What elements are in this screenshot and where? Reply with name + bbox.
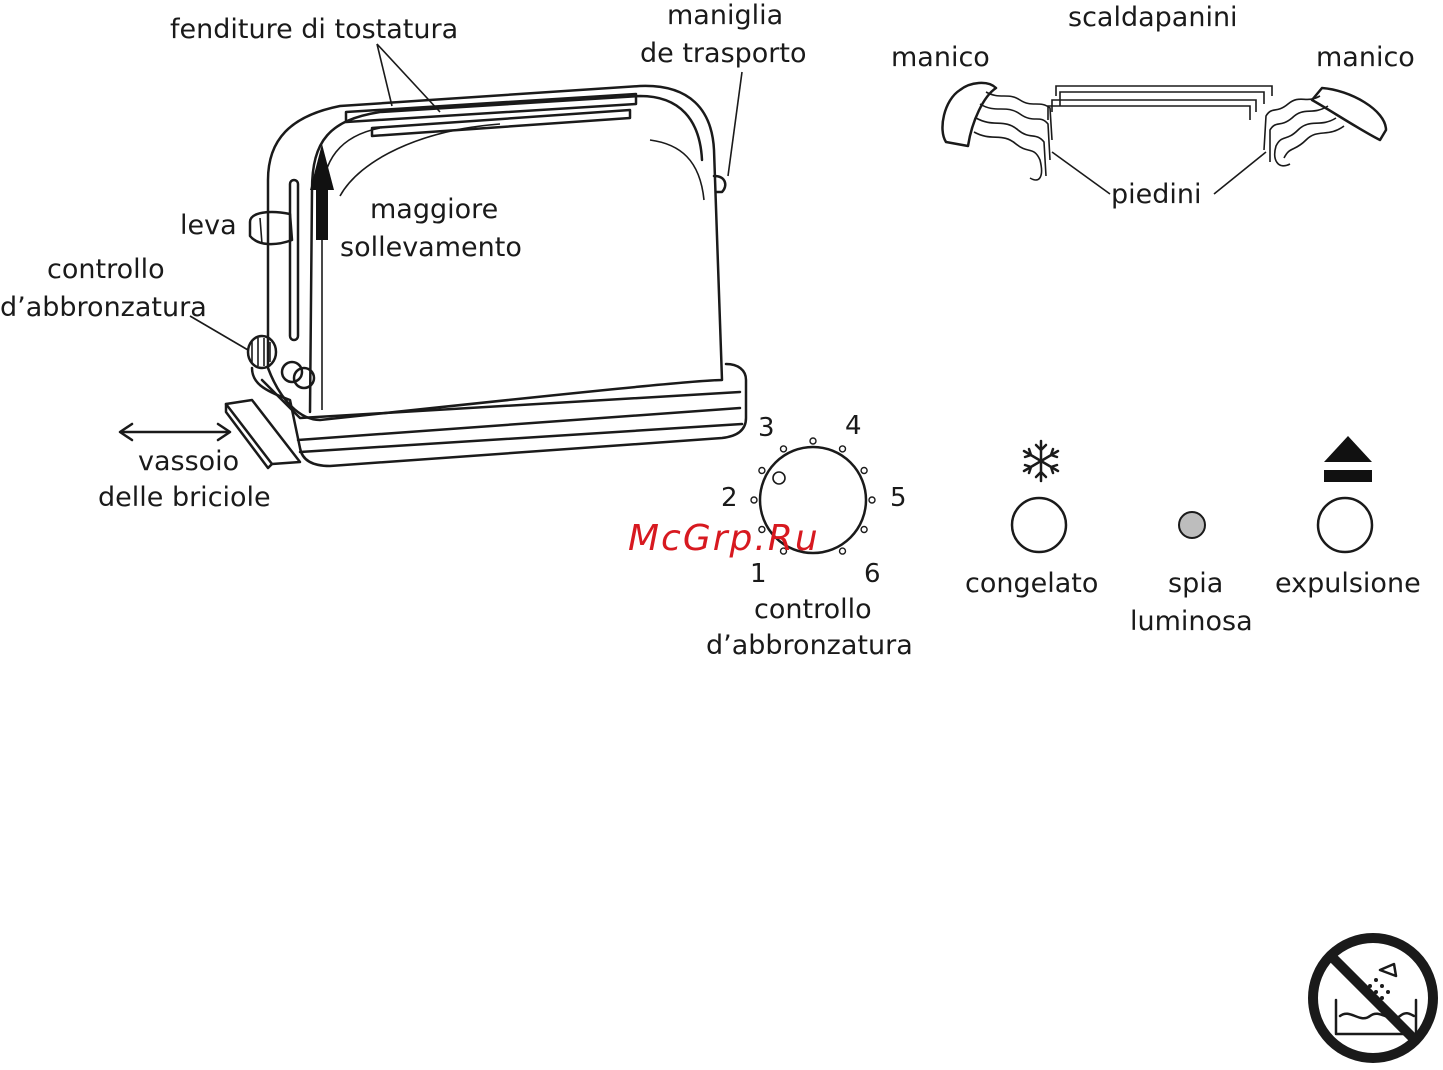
label-carry-handle-line2: de trasporto [640,38,807,69]
high-lift-arrow-icon [310,144,334,240]
eject-icon [1324,436,1372,482]
dial-tick [781,446,787,452]
label-browning-line2: d’abbronzatura [0,292,207,323]
label-frozen: congelato [965,568,1098,599]
dial-number-4: 4 [845,411,862,441]
no-immersion-icon [1313,938,1433,1058]
label-lever: leva [180,210,237,241]
cancel-button[interactable] [1318,498,1372,552]
label-crumb-tray-line2: delle briciole [98,482,271,513]
dial-tick [861,527,867,533]
dial-number-3: 3 [758,413,775,443]
label-dial-caption-line1: controllo [754,594,872,625]
bun-warmer-illustration [942,83,1386,194]
watermark: McGrp.Ru [628,518,820,559]
browning-dial: 1 2 3 4 5 6 [721,411,907,589]
dial-tick [759,468,765,474]
dial-number-1: 1 [750,559,767,589]
label-high-lift-line2: sollevamento [340,232,522,263]
label-feet: piedini [1111,179,1202,210]
label-browning-line1: controllo [47,254,165,285]
indicator-light [1179,512,1205,538]
label-handle-left: manico [891,42,990,73]
dial-tick [869,497,875,503]
label-dial-caption-line2: d’abbronzatura [706,630,913,661]
dial-tick [751,497,757,503]
label-cancel: expulsione [1275,568,1421,599]
dial-tick [840,446,846,452]
label-bun-warmer: scaldapanini [1068,2,1238,33]
label-toast-slots: fenditure di tostatura [170,14,458,45]
dial-number-6: 6 [864,559,881,589]
crumb-tray-double-arrow-icon [120,424,230,440]
label-carry-handle-line1: maniglia [667,0,783,31]
label-indicator-line1: spia [1168,568,1223,599]
dial-tick [840,548,846,554]
label-crumb-tray-line1: vassoio [138,446,239,477]
toaster-illustration [226,86,746,468]
label-handle-right: manico [1316,42,1415,73]
label-indicator-line2: luminosa [1130,606,1253,637]
dial-number-5: 5 [890,483,907,513]
frozen-button[interactable] [1012,498,1066,552]
label-high-lift-line1: maggiore [370,194,498,225]
snowflake-icon [1024,441,1058,481]
dial-number-2: 2 [721,483,738,513]
dial-tick [810,438,816,444]
dial-tick [861,468,867,474]
